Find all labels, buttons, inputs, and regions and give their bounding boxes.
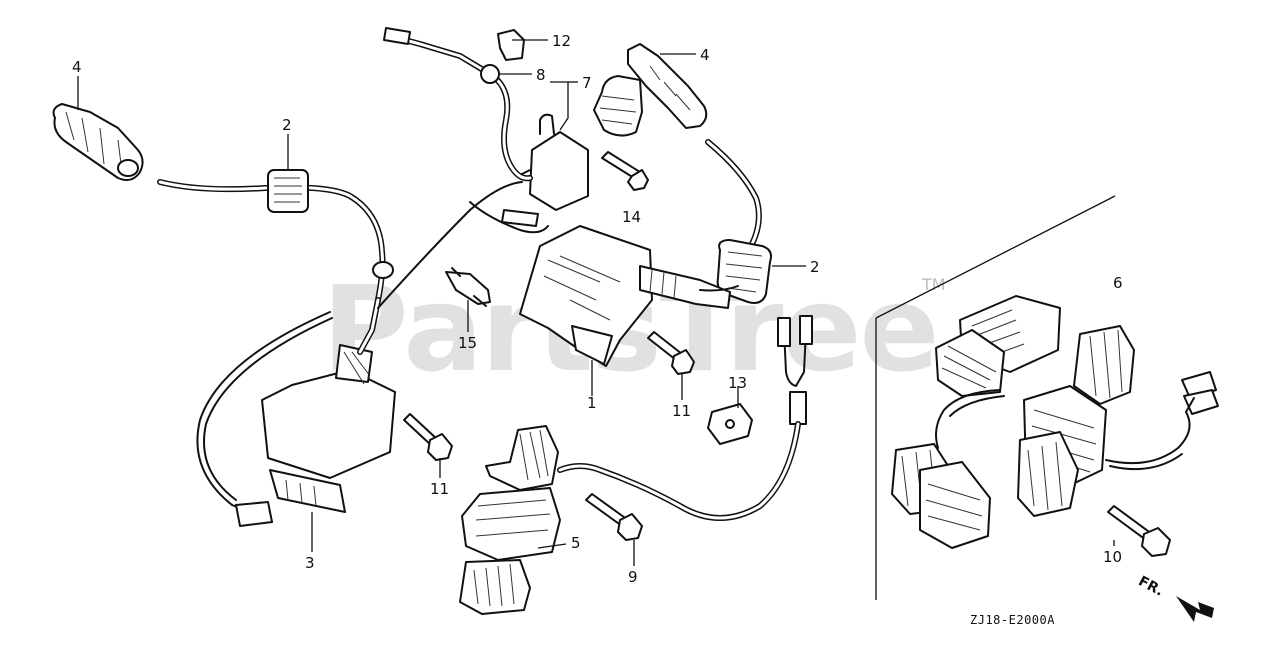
callout-11-middle: 11 xyxy=(672,402,691,420)
callout-2-right: 2 xyxy=(810,258,820,276)
bolt-14 xyxy=(601,151,649,191)
leader-lines xyxy=(77,39,1115,566)
callout-7: 7 xyxy=(582,74,592,92)
callout-14: 14 xyxy=(622,208,641,226)
ignition-module xyxy=(519,225,739,367)
ht-lead-left xyxy=(157,179,386,303)
callout-15: 15 xyxy=(458,334,477,352)
callout-4-left: 4 xyxy=(72,58,82,76)
wire-harness-top xyxy=(383,27,549,234)
bolt-10 xyxy=(1107,505,1171,557)
inset-frame xyxy=(875,195,1116,600)
callout-13: 13 xyxy=(728,374,747,392)
front-direction-label: FR. xyxy=(1136,573,1166,599)
bracket-13 xyxy=(707,403,753,445)
callout-4-right: 4 xyxy=(700,46,710,64)
clip-12 xyxy=(497,29,525,61)
grommet-left xyxy=(267,169,309,213)
inset-coil-assembly xyxy=(891,295,1219,549)
noise-suppressor xyxy=(517,113,589,211)
bolt-9 xyxy=(585,493,643,541)
spark-plug-cap-right xyxy=(593,43,708,137)
spark-plug-cap-left xyxy=(52,103,144,181)
callout-1: 1 xyxy=(587,394,597,412)
callout-12: 12 xyxy=(552,32,571,50)
bolt-11-middle xyxy=(647,331,695,375)
ht-lead-right xyxy=(705,139,762,251)
callout-2-left: 2 xyxy=(282,116,292,134)
callout-8: 8 xyxy=(536,66,546,84)
callout-6: 6 xyxy=(1113,274,1123,292)
callout-11-left: 11 xyxy=(430,480,449,498)
front-direction-arrow: FR. xyxy=(1136,573,1214,622)
bolt-11-left xyxy=(403,413,453,461)
callout-3: 3 xyxy=(305,554,315,572)
terminal-wires xyxy=(557,315,813,521)
callout-5: 5 xyxy=(571,534,581,552)
clip-15 xyxy=(445,267,491,307)
watermark-trademark: TM xyxy=(921,275,946,294)
diagram-code: ZJ18-E2000A xyxy=(970,613,1055,627)
ignition-coil-left xyxy=(261,261,396,513)
charge-coil xyxy=(459,425,561,615)
coil-ground-wire xyxy=(196,181,523,527)
callout-9: 9 xyxy=(628,568,638,586)
callout-10: 10 xyxy=(1103,548,1122,566)
callout-labels: 1 2 2 3 4 4 5 6 7 8 9 10 11 11 12 13 14 … xyxy=(72,32,1123,586)
